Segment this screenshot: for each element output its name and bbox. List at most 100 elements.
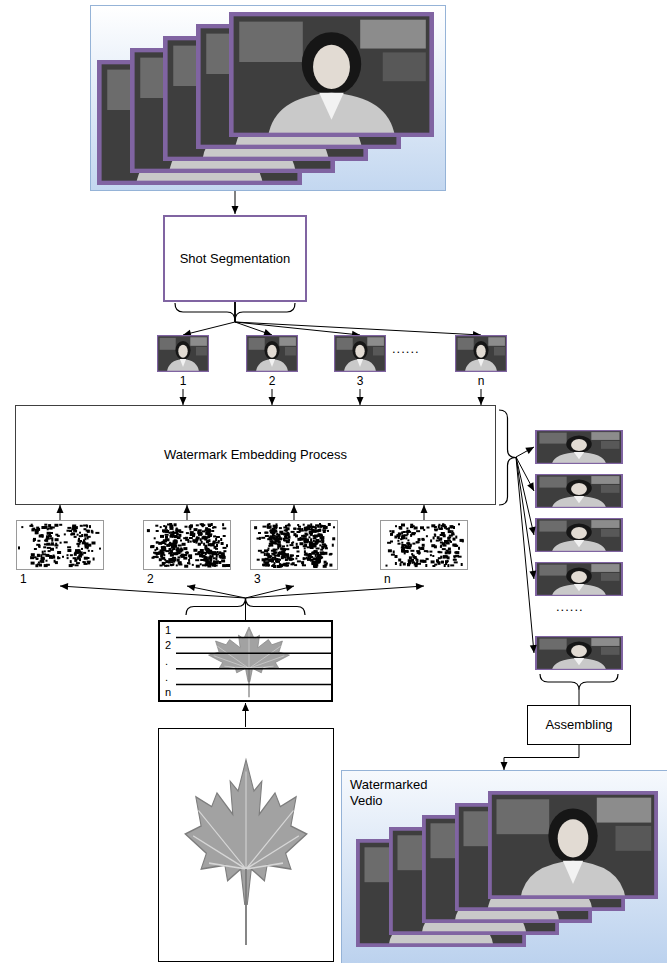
studio-logo bbox=[597, 798, 651, 823]
studio-logo bbox=[591, 476, 619, 484]
curly-brace bbox=[540, 674, 618, 690]
arrow-head bbox=[242, 703, 249, 711]
noise-dot bbox=[310, 559, 314, 561]
noise-dot bbox=[73, 529, 76, 532]
frame-node: 2 bbox=[246, 335, 298, 389]
noise-dot bbox=[440, 556, 442, 559]
noise-dot bbox=[172, 536, 174, 538]
arrow-line bbox=[516, 457, 534, 579]
anchor-collar bbox=[319, 93, 344, 120]
noise-dot bbox=[455, 536, 457, 539]
noise-dot bbox=[176, 552, 179, 554]
noise-dot bbox=[310, 526, 314, 528]
noise-dot bbox=[154, 549, 156, 551]
noise-dot bbox=[173, 561, 175, 563]
noise-dot bbox=[308, 554, 312, 557]
noise-dot bbox=[31, 562, 35, 565]
frame-ground bbox=[535, 636, 623, 670]
noise-dot bbox=[180, 540, 182, 542]
noise-dot bbox=[318, 534, 322, 536]
noise-dot bbox=[88, 536, 91, 538]
noise-dot bbox=[447, 552, 451, 554]
noise-dot bbox=[165, 530, 169, 533]
noise-dot bbox=[319, 535, 323, 537]
noise-dot bbox=[302, 564, 306, 566]
frame-ground bbox=[535, 474, 623, 508]
studio-logo bbox=[279, 337, 296, 346]
studio-logo bbox=[190, 337, 207, 346]
noise-dot bbox=[198, 534, 202, 536]
watermark-piece-ground bbox=[381, 521, 468, 570]
band-node: 12..n bbox=[158, 620, 333, 702]
noise-dot bbox=[294, 564, 297, 566]
noise-dot bbox=[276, 561, 280, 563]
studio-panel bbox=[539, 433, 566, 444]
noise-dot bbox=[186, 532, 189, 534]
noise-dot bbox=[178, 556, 181, 558]
noise-dot bbox=[92, 531, 94, 534]
noise-dot bbox=[59, 524, 62, 526]
shot-frame bbox=[246, 335, 298, 372]
noise-dot bbox=[440, 545, 442, 548]
noise-dot bbox=[99, 548, 101, 550]
noise-dot bbox=[87, 557, 90, 559]
noise-dot bbox=[226, 544, 228, 547]
frame-node: 1 bbox=[157, 335, 209, 389]
noise-dot bbox=[448, 548, 451, 551]
connector bbox=[60, 583, 246, 620]
noise-dot bbox=[210, 534, 212, 537]
noise-dot bbox=[297, 528, 301, 530]
connector bbox=[235, 302, 272, 336]
noise-dot bbox=[281, 551, 285, 554]
band-divider bbox=[176, 652, 331, 654]
frame-ground bbox=[334, 335, 386, 372]
noise-dot bbox=[162, 563, 165, 566]
noise-dot bbox=[200, 538, 202, 541]
noise-dot bbox=[305, 541, 309, 543]
band-number: 1 bbox=[165, 623, 171, 637]
shot-number: 3 bbox=[334, 374, 386, 388]
noise-dot bbox=[41, 526, 45, 529]
noise-dot bbox=[391, 554, 395, 556]
noise-dot bbox=[429, 551, 432, 553]
anchor-face bbox=[558, 819, 589, 857]
noise-dot bbox=[150, 545, 154, 548]
noise-dot bbox=[286, 562, 290, 564]
noise-dot bbox=[333, 526, 335, 528]
noise-dot bbox=[407, 539, 409, 541]
noise-dot bbox=[206, 556, 208, 558]
noise-dot bbox=[400, 563, 402, 566]
noise-dot bbox=[207, 565, 211, 568]
noise-dot bbox=[453, 559, 457, 561]
noise-dot bbox=[78, 539, 80, 542]
noise-dot bbox=[37, 555, 40, 557]
noise-dot bbox=[188, 559, 190, 562]
anchor-collar bbox=[574, 452, 585, 459]
noise-dot bbox=[257, 538, 260, 540]
band-divider bbox=[176, 668, 331, 670]
noise-dot bbox=[275, 531, 278, 533]
frame-ground bbox=[246, 335, 298, 372]
connector-line bbox=[246, 586, 425, 620]
watermark-piece-ground bbox=[144, 521, 231, 570]
noise-dot bbox=[208, 551, 212, 554]
studio-logo bbox=[591, 564, 619, 572]
noise-dot bbox=[215, 548, 218, 550]
leader-line bbox=[579, 690, 580, 705]
noise-dot bbox=[265, 561, 269, 563]
anchor-face bbox=[571, 571, 587, 583]
studio-panel bbox=[160, 338, 176, 350]
anchor-hair bbox=[352, 341, 367, 360]
noise-dot bbox=[297, 551, 300, 553]
noise-dot bbox=[202, 530, 205, 532]
noise-dot bbox=[306, 527, 309, 530]
noise-dot bbox=[215, 557, 217, 560]
noise-dot bbox=[390, 541, 393, 543]
noise-dot bbox=[203, 543, 205, 546]
noise-dot bbox=[80, 525, 83, 527]
noise-dot bbox=[271, 565, 275, 567]
noise-dot bbox=[307, 539, 309, 541]
noise-dot bbox=[277, 554, 279, 557]
noise-dot bbox=[282, 545, 285, 547]
noise-dot bbox=[418, 547, 420, 549]
